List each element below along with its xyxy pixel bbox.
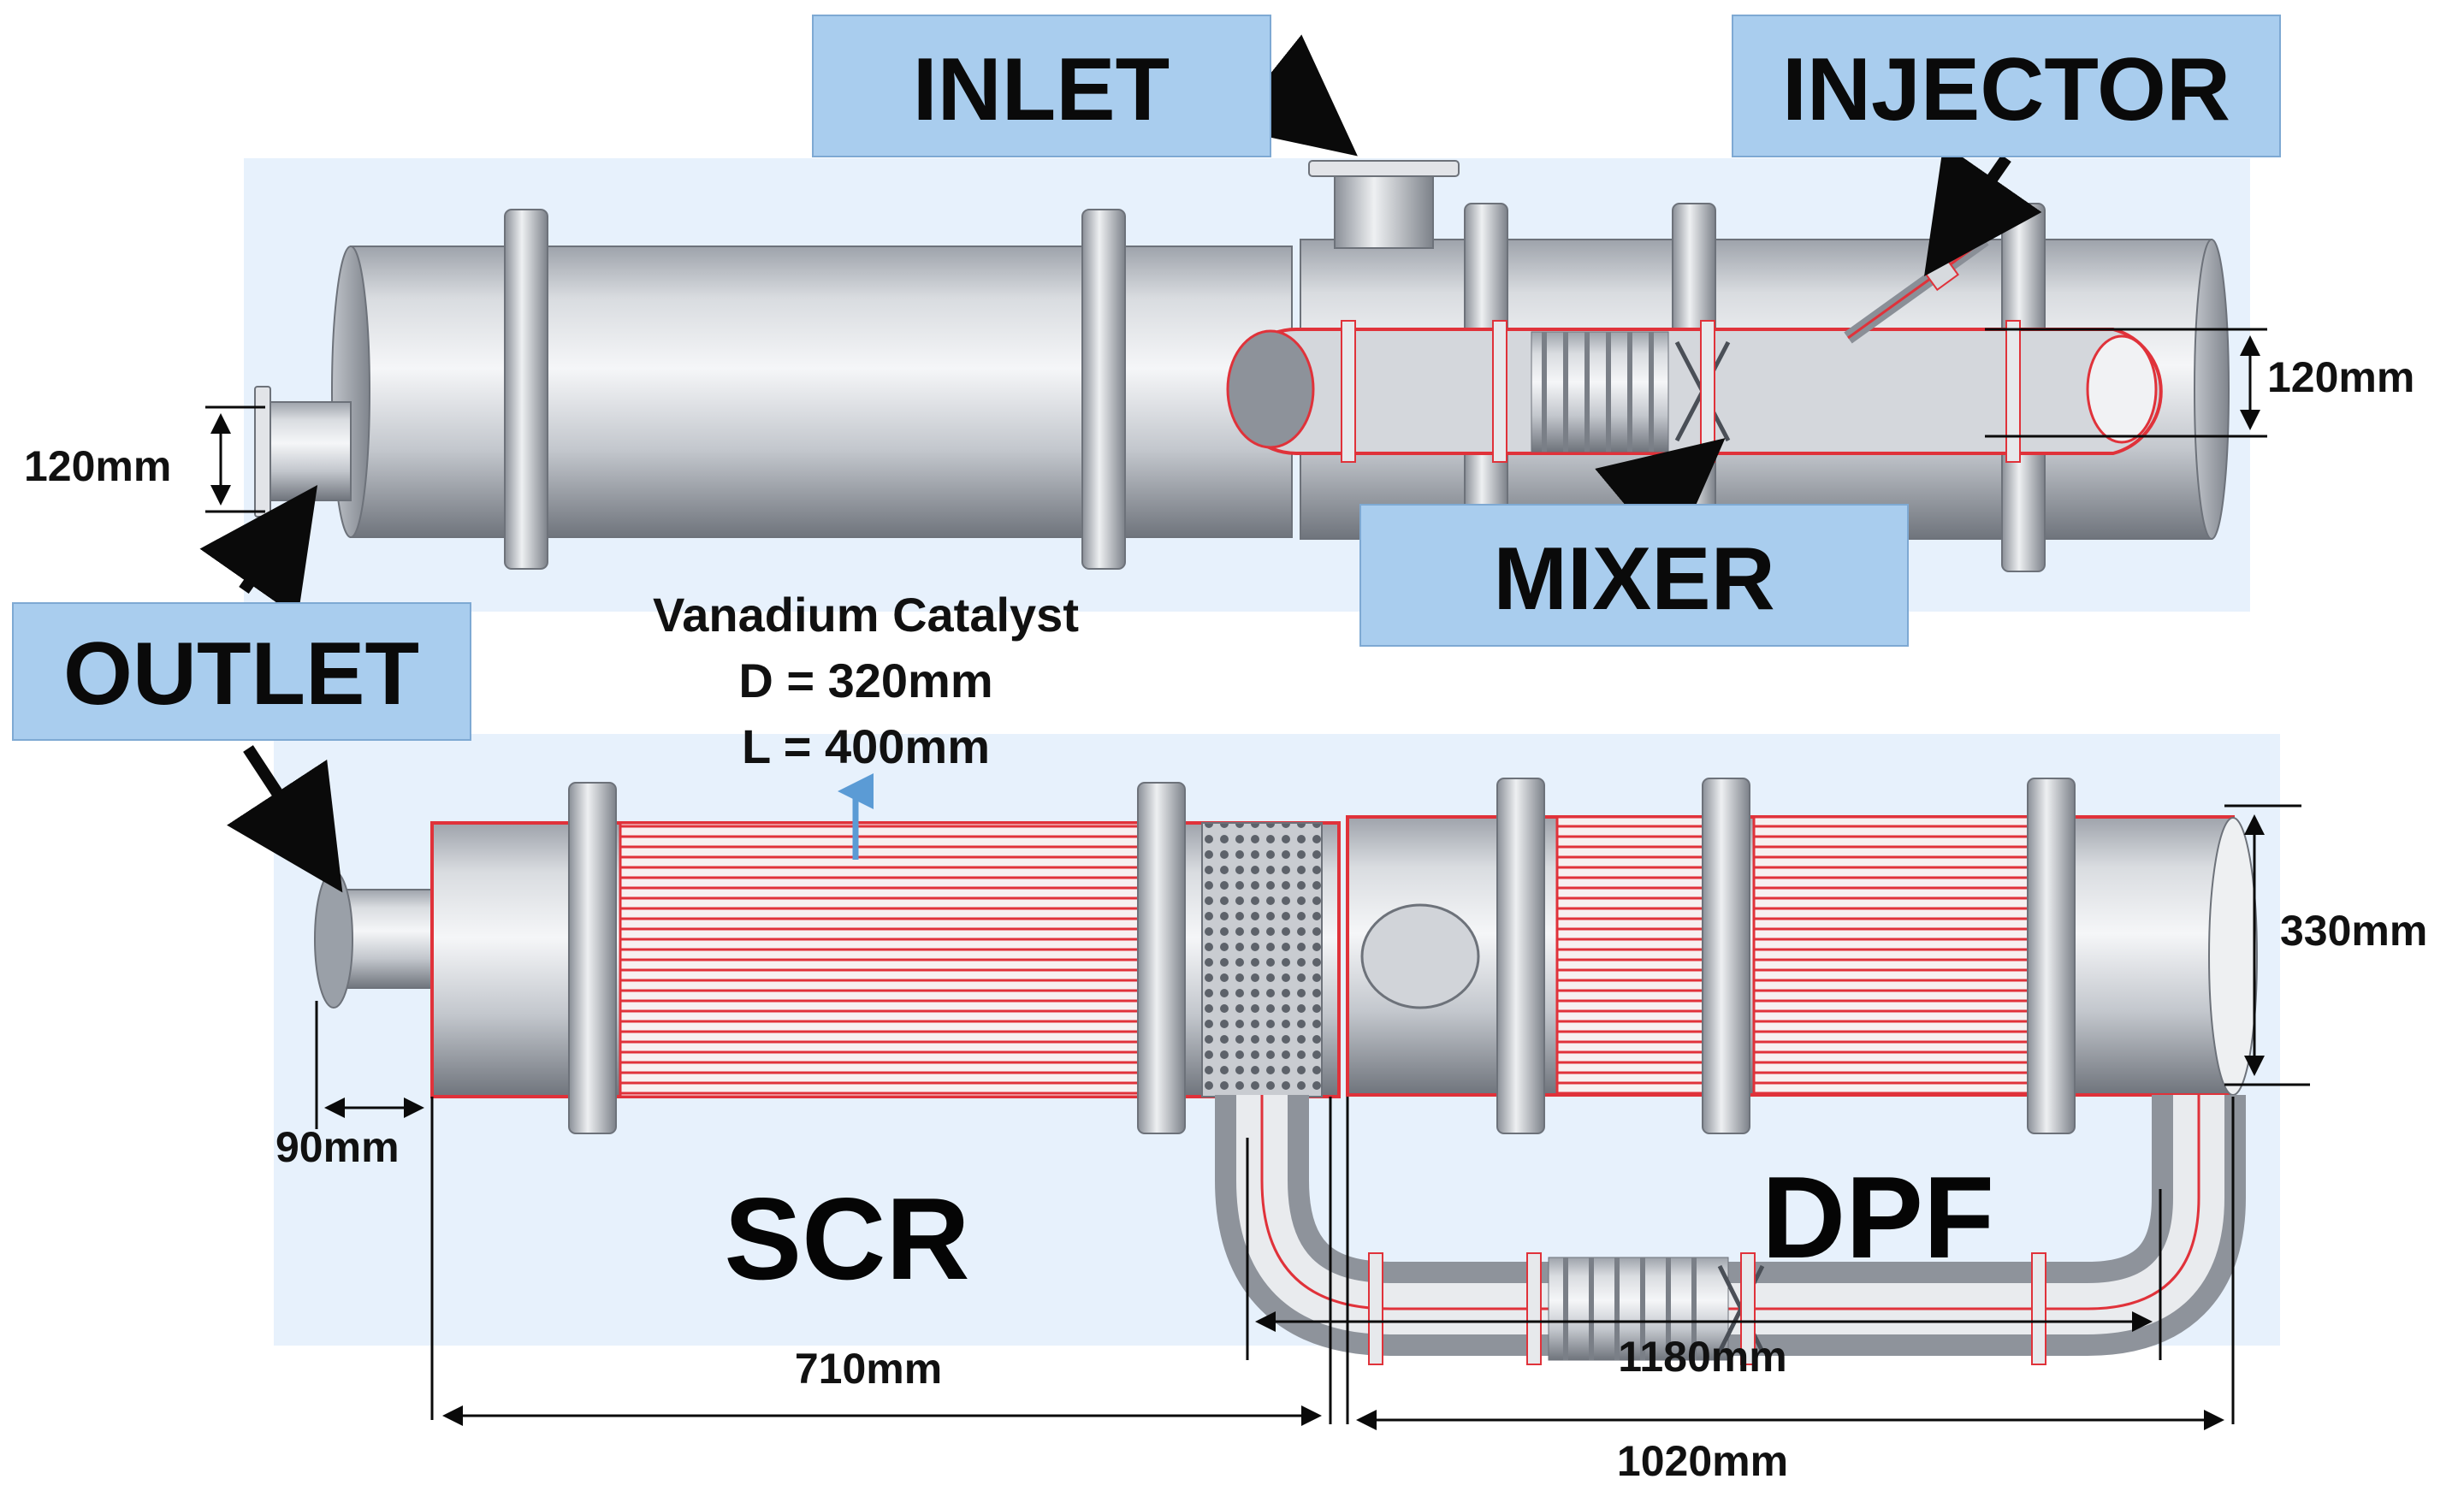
scr-label: SCR <box>724 1174 969 1304</box>
callout-arrows <box>199 34 2042 893</box>
dpf-inlet-cone <box>1360 903 1480 1009</box>
inlet-flange <box>1308 160 1460 177</box>
inlet-label-box: INLET <box>812 15 1271 157</box>
bottom-outlet-arrow <box>227 745 343 893</box>
left-cylinder <box>350 246 1293 538</box>
catalyst-length: L = 400mm <box>742 719 990 773</box>
flange <box>1081 209 1126 570</box>
right-cylinder-end <box>2194 239 2230 540</box>
flange <box>1702 778 1750 1134</box>
scr-catalyst-monolith <box>619 821 1144 1098</box>
bypass-bellows <box>1548 1257 1729 1361</box>
injector-label: INJECTOR <box>1782 40 2230 139</box>
dim-pipe-span: 1180mm <box>1618 1333 1786 1381</box>
inlet-pipe <box>1334 170 1434 249</box>
small-flange <box>1526 1252 1542 1365</box>
inlet-arrow <box>1226 34 1358 157</box>
bellows <box>1531 331 1669 453</box>
mixer-label: MIXER <box>1493 530 1774 629</box>
inlet-label: INLET <box>913 40 1170 139</box>
top-outlet-arrow <box>199 485 318 618</box>
top-outlet-pipe <box>264 401 352 501</box>
mixer-label-box: MIXER <box>1359 504 1909 647</box>
dim-top-outlet-left: 120mm <box>24 442 171 490</box>
small-flange <box>1740 1252 1756 1365</box>
injector-label-box: INJECTOR <box>1732 15 2281 157</box>
dim-scr-length: 710mm <box>795 1345 942 1393</box>
perforated-tube <box>1201 822 1323 1097</box>
dpf-filter-1 <box>1555 815 1713 1097</box>
flange <box>504 209 548 570</box>
dim-top-pipe-right: 120mm <box>2267 353 2414 401</box>
outlet-pipe <box>337 889 433 989</box>
small-flange <box>1341 320 1356 463</box>
outlet-mouth <box>314 870 353 1009</box>
dimension-lines <box>205 328 2310 1430</box>
inner-pipe-cutaway <box>1229 327 2163 455</box>
dpf-housing-end <box>2208 817 2258 1096</box>
inner-pipe-mouth <box>1226 329 1315 449</box>
small-flange <box>1368 1252 1383 1365</box>
small-flange <box>2031 1252 2046 1365</box>
dim-body-diameter: 330mm <box>2280 907 2427 955</box>
flange <box>2027 778 2076 1134</box>
small-flange <box>2005 320 2021 463</box>
dim-outlet-length: 90mm <box>275 1123 400 1171</box>
dpf-label: DPF <box>1762 1152 1994 1282</box>
dpf-filter-2 <box>1752 815 2038 1097</box>
mixer-arrow <box>1595 438 1726 561</box>
inner-pipe-mouth <box>2086 334 2158 444</box>
flange <box>1496 778 1545 1134</box>
catalyst-diameter: D = 320mm <box>738 654 992 707</box>
flange <box>568 782 617 1134</box>
catalyst-name: Vanadium Catalyst <box>653 588 1079 642</box>
dim-dpf-length: 1020mm <box>1617 1437 1788 1485</box>
top-assembly <box>254 160 2230 572</box>
injector-arrow <box>1924 144 2042 276</box>
small-flange <box>1700 320 1715 463</box>
flange <box>1137 782 1186 1134</box>
outlet-label: OUTLET <box>63 624 419 724</box>
outlet-label-box: OUTLET <box>12 602 471 741</box>
small-flange <box>1492 320 1507 463</box>
